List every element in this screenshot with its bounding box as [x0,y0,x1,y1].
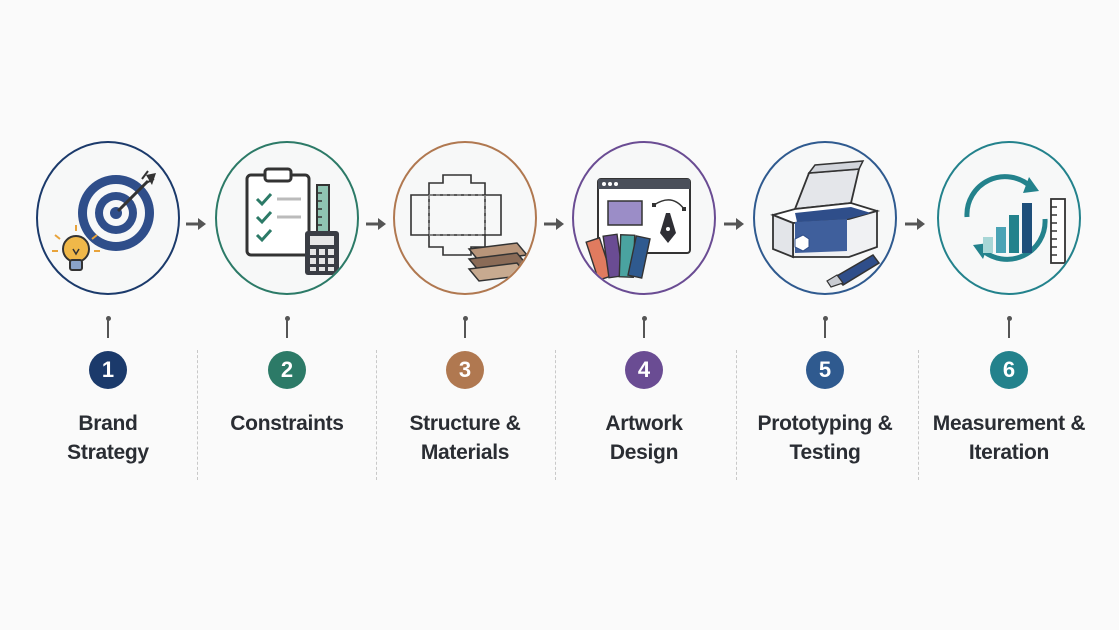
step-number-badge: 2 [268,351,306,389]
arrow-icon [544,216,566,232]
step-constraints: 2 Constraints [215,0,359,630]
cycle-bar-chart-icon [964,174,1066,264]
arrow-icon [905,216,927,232]
target-lightbulb-icon [52,170,156,271]
open-box-cutter-icon [770,160,881,288]
step-6-circle [937,141,1081,295]
step-prototyping-testing: 5 Prototyping & Testing [753,0,897,630]
step-label: Prototyping & Testing [757,412,893,464]
divider [376,350,377,480]
step-label: Constraints [230,412,344,435]
step-label: Measurement & Iteration [932,412,1086,464]
step-label: Structure & Materials [409,412,521,464]
clipboard-checklist-calculator-icon [245,167,339,275]
step-number-badge: 1 [89,351,127,389]
arrow-icon [366,216,388,232]
step-label: Artwork Design [605,412,683,464]
divider [197,350,198,480]
step-structure-materials: 3 Structure & Materials [393,0,537,630]
step-2-circle [215,141,359,295]
step-number-badge: 6 [990,351,1028,389]
step-3-circle [393,141,537,295]
step-1-circle [36,141,180,295]
step-number-badge: 4 [625,351,663,389]
step-number-badge: 3 [446,351,484,389]
divider [736,350,737,480]
divider [918,350,919,480]
step-label: Brand Strategy [67,412,149,464]
arrow-icon [186,216,208,232]
step-5-circle [753,141,897,295]
step-4-circle [572,141,716,295]
arrow-icon [724,216,746,232]
step-artwork-design: 4 Artwork Design [572,0,716,630]
step-number-badge: 5 [806,351,844,389]
divider [555,350,556,480]
step-brand-strategy: 1 Brand Strategy [36,0,180,630]
box-dieline-materials-icon [410,174,529,282]
step-measurement-iteration: 6 Measurement & Iteration [933,0,1086,630]
design-software-pen-swatches-icon [585,178,691,282]
